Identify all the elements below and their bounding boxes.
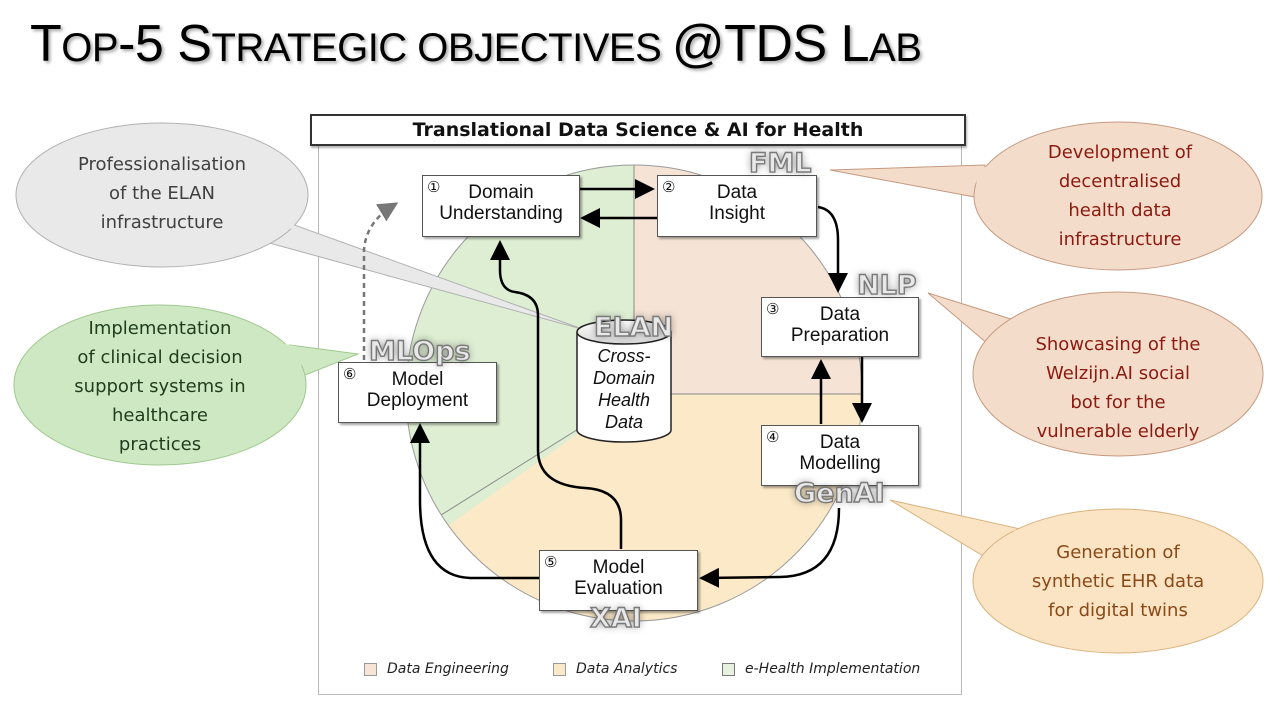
bubble-line: for digital twins	[1048, 600, 1188, 621]
bubble-line: support systems in	[74, 376, 246, 397]
title-part: AB	[869, 26, 922, 70]
bubble-line: vulnerable elderly	[1036, 421, 1200, 442]
bubble-line: bot for the	[1070, 392, 1166, 413]
arrow-2-to-3	[817, 205, 848, 293]
legend-item-data-engineering: Data Engineering	[364, 661, 509, 677]
step-label-line1: Data	[716, 182, 758, 203]
title-part: TRATEGIC OBJECTIVES	[211, 26, 672, 70]
bubble-line: practices	[118, 434, 202, 455]
step-label-line1: Domain	[468, 182, 534, 203]
bubble-cdss	[13, 304, 360, 466]
database-label: Cross- Domain Health Data	[576, 345, 672, 433]
step-label-line1: Model	[391, 369, 444, 390]
step-label-line1: Data	[819, 432, 861, 453]
tag-fml: FML	[748, 148, 812, 179]
bubble-elan-text: Professionalisation of the ELAN infrastr…	[22, 150, 302, 237]
bubble-nlp-text: Showcasing of the Welzijn.AI social bot …	[978, 330, 1258, 446]
step-number: ④	[766, 428, 780, 446]
bubble-line: Development of	[1047, 142, 1193, 163]
step-number: ⑥	[343, 365, 357, 383]
tag-nlp: NLP	[856, 270, 917, 301]
arrow-5-to-6	[410, 423, 540, 580]
step-label-line2: Insight	[709, 203, 765, 224]
tag-genai: GenAI	[793, 478, 885, 509]
bubble-genai-text: Generation of synthetic EHR data for dig…	[978, 538, 1258, 625]
tag-mlops: MLOps	[368, 336, 471, 367]
title-part: L	[840, 15, 870, 73]
step-label-line2: Deployment	[366, 390, 469, 411]
bubble-line: Welzijn.AI social	[1045, 363, 1191, 384]
bubble-line: Showcasing of the	[1035, 334, 1201, 355]
database-label-line: Health	[597, 390, 651, 410]
legend-label: e-Health Implementation	[745, 661, 921, 677]
bubble-nlp	[927, 291, 1264, 457]
title-part: S	[177, 15, 212, 73]
arrow-5-to-1	[490, 240, 623, 549]
bubble-line: synthetic EHR data	[1031, 571, 1205, 592]
bubble-line: Professionalisation	[77, 154, 247, 175]
slide-title: TOP-5 STRATEGIC OBJECTIVES @TDS LAB	[30, 14, 922, 74]
step-label-line2: Preparation	[790, 325, 890, 346]
step-data-preparation: ③ Data Preparation	[761, 297, 919, 357]
step-model-evaluation: ⑤ Model Evaluation	[539, 550, 698, 611]
step-data-modelling: ④ Data Modelling	[761, 425, 919, 486]
legend-swatch	[722, 662, 735, 676]
step-label-line1: Data	[819, 304, 861, 325]
bubble-line: decentralised	[1058, 171, 1182, 192]
tag-xai: XAI	[589, 603, 642, 634]
title-part: -5	[118, 15, 178, 73]
bubble-line: Generation of	[1056, 542, 1180, 563]
bubble-fml	[829, 121, 1263, 271]
bubble-line: infrastructure	[1058, 229, 1182, 250]
database-label-line: Data	[604, 412, 644, 432]
step-number: ①	[427, 178, 441, 196]
title-part: OP	[61, 26, 119, 70]
step-label-line1: Model	[592, 557, 645, 578]
bubble-line: health data	[1068, 200, 1172, 221]
step-label-line2: Understanding	[439, 203, 563, 224]
bubble-line: of clinical decision	[77, 347, 243, 368]
step-model-deployment: ⑥ Model Deployment	[338, 362, 497, 423]
bubble-line: healthcare	[112, 405, 208, 426]
diagram-title: Translational Data Science & AI for Heal…	[310, 114, 966, 146]
step-data-insight: ② Data Insight	[657, 175, 817, 237]
arrow-4-to-5	[699, 507, 841, 588]
legend-item-ehealth: e-Health Implementation	[722, 661, 920, 677]
step-domain-understanding: ① Domain Understanding	[422, 175, 580, 237]
title-part: T	[30, 15, 62, 73]
bubble-line: infrastructure	[100, 212, 224, 233]
bubble-line: of the ELAN	[109, 183, 215, 204]
step-number: ②	[662, 178, 676, 196]
step-label-line2: Evaluation	[574, 578, 663, 599]
legend-swatch	[553, 662, 566, 676]
step-number: ③	[766, 300, 780, 318]
database-label-line: Domain	[592, 368, 656, 388]
bubble-elan	[15, 122, 586, 331]
legend-swatch	[364, 662, 377, 676]
bubble-genai	[889, 499, 1264, 654]
legend-label: Data Engineering	[387, 661, 509, 677]
step-label-line2: Modelling	[799, 453, 881, 474]
step-number: ⑤	[544, 553, 558, 571]
database-cylinder-icon	[576, 319, 672, 443]
database-label-line: Cross-	[597, 346, 651, 366]
tag-elan: ELAN	[593, 312, 674, 343]
arrow-6-to-1-dashed	[362, 202, 399, 360]
title-part: @TDS	[671, 15, 841, 73]
legend-item-data-analytics: Data Analytics	[553, 661, 677, 677]
legend-label: Data Analytics	[576, 661, 678, 677]
flow-arrows	[410, 179, 872, 588]
bubble-line: Implementation	[88, 318, 232, 339]
bubble-cdss-text: Implementation of clinical decision supp…	[20, 314, 300, 459]
bubble-fml-text: Development of decentralised health data…	[980, 138, 1260, 254]
